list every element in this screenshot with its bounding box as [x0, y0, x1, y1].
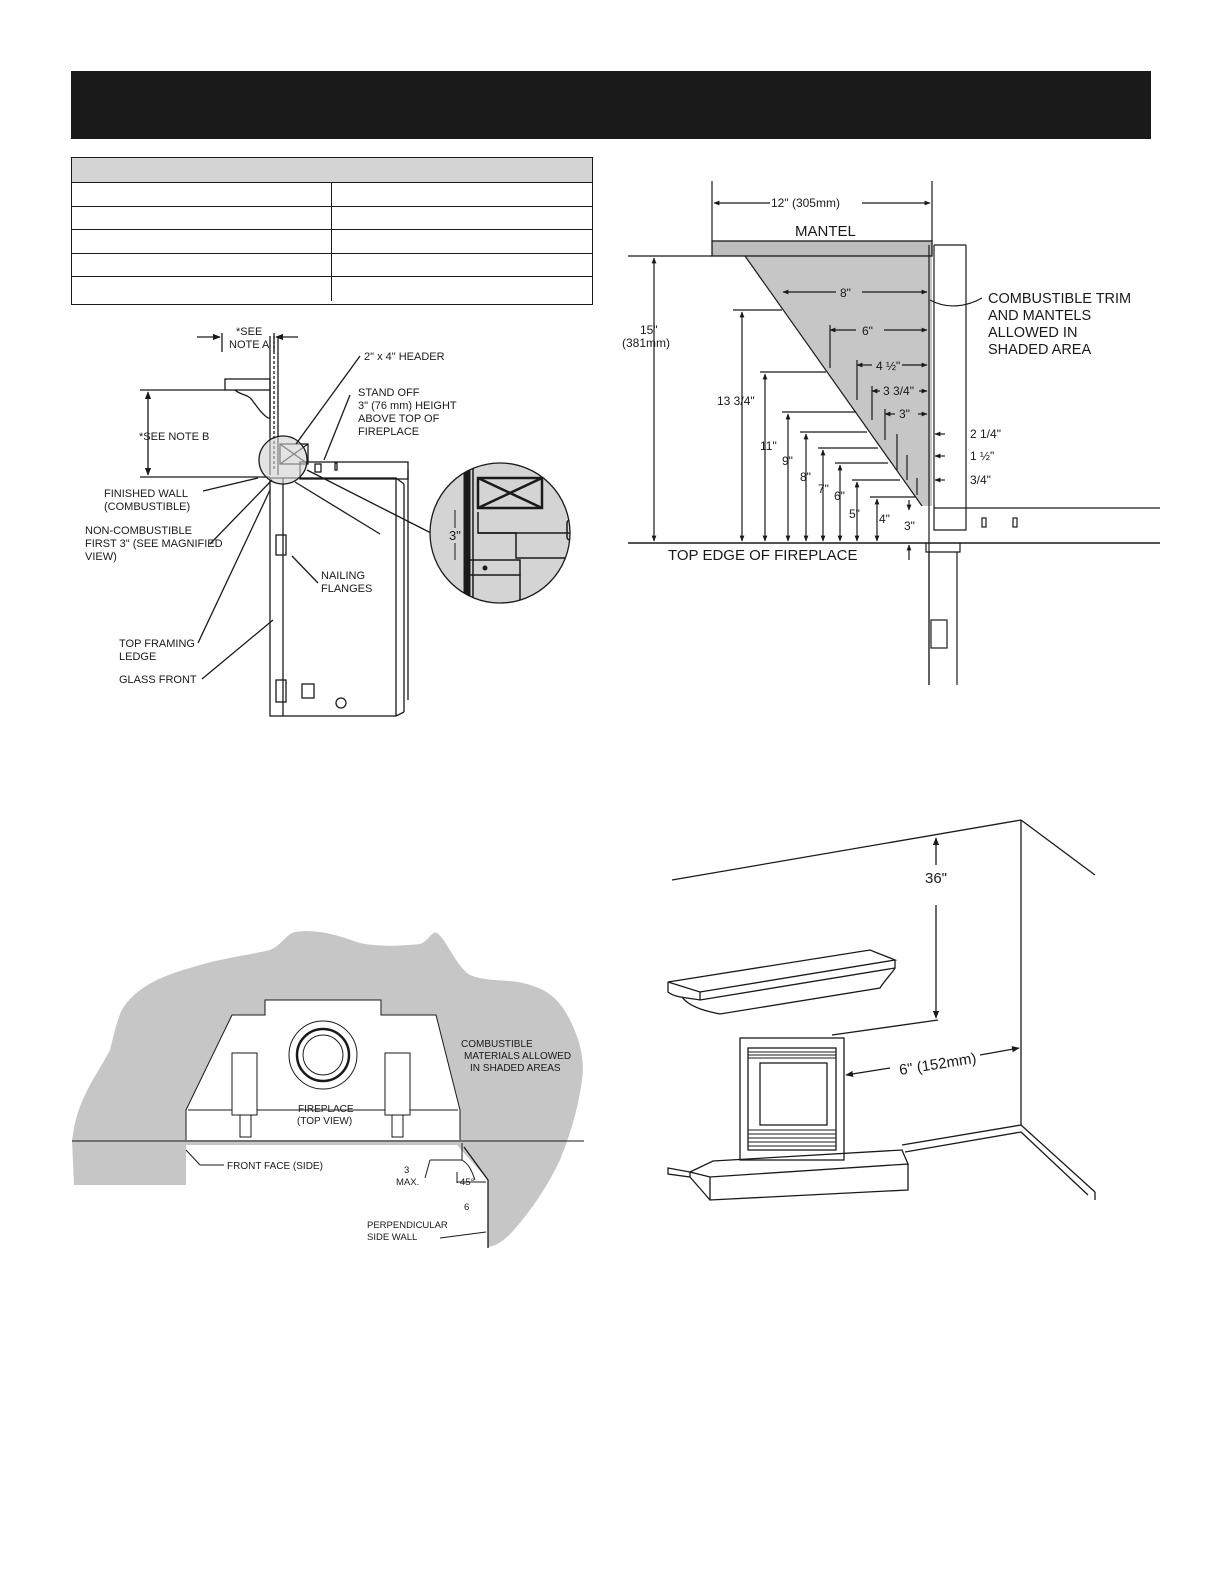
combustible-trim-label-4: SHADED AREA	[988, 342, 1091, 358]
non-combustible-label-2: FIRST 3" (SEE MAGNIFIED	[85, 538, 223, 550]
height-label: 4"	[879, 512, 890, 526]
height-label: 11"	[760, 439, 777, 453]
table-cell	[72, 230, 332, 253]
see-note-b-label: *SEE NOTE B	[139, 431, 209, 443]
clearance-max-label: MAX.	[396, 1177, 419, 1188]
table-header-row	[72, 158, 592, 183]
width-dimension-label: 12" (305mm)	[771, 196, 840, 210]
table-row	[72, 253, 592, 278]
depth-label: 1 ½"	[970, 449, 994, 463]
depth-label: 3"	[899, 407, 910, 421]
finished-wall-label-2: (COMBUSTIBLE)	[104, 501, 190, 513]
mantel-clearance-diagram: 12" (305mm) MANTEL 15" (381mm) COMBUSTIB…	[622, 181, 1160, 685]
table-row	[72, 183, 592, 207]
front-face-label: FRONT FACE (SIDE)	[227, 1161, 323, 1172]
stand-off-label-2: 3" (76 mm) HEIGHT	[358, 400, 457, 412]
table-row	[72, 230, 592, 254]
fireplace-top-view-label-1: FIREPLACE	[298, 1104, 354, 1115]
combustible-trim-label-3: ALLOWED IN	[988, 325, 1077, 341]
depth-label: 3 3/4"	[883, 384, 914, 398]
depth-label: 8"	[840, 286, 851, 300]
ceiling-clearance-label: 36"	[925, 870, 947, 887]
table-cell	[72, 183, 332, 206]
combustible-materials-label-2: MATERIALS ALLOWED	[464, 1051, 571, 1062]
clearance-table	[71, 157, 593, 305]
table-row	[72, 206, 592, 231]
height-label: 5"	[849, 507, 860, 521]
depth-label: 2 1/4"	[970, 427, 1001, 441]
combustible-materials-label-3: IN SHADED AREAS	[470, 1063, 561, 1074]
top-framing-label-1: TOP FRAMING	[119, 638, 195, 650]
height-label: 7"	[818, 482, 829, 496]
top-framing-label-2: LEDGE	[119, 651, 156, 663]
clearance-six-label: 6	[464, 1202, 469, 1213]
combustible-materials-label-1: COMBUSTIBLE	[461, 1039, 533, 1050]
side-wall-label-1: PERPENDICULAR	[367, 1220, 448, 1231]
see-note-a-label-1: *SEE	[236, 326, 262, 338]
magnified-dimension-label: 3"	[449, 528, 461, 543]
side-clearance-label: 6" (152mm)	[898, 1050, 978, 1079]
depth-label: 6"	[862, 324, 873, 338]
height-label: 6"	[834, 489, 845, 503]
table-cell	[72, 253, 332, 277]
combustible-trim-label-2: AND MANTELS	[988, 308, 1091, 324]
clearance-three-label: 3	[404, 1165, 409, 1176]
finished-wall-label-1: FINISHED WALL	[104, 488, 188, 500]
height-label: 3"	[904, 519, 915, 533]
angle-label: 45°	[460, 1177, 475, 1188]
header-standoff-diagram: *SEE NOTE A 2" x 4" HEADER STAND OFF 3" …	[85, 326, 571, 717]
fireplace-top-view-label-2: (TOP VIEW)	[297, 1116, 352, 1127]
top-edge-label: TOP EDGE OF FIREPLACE	[668, 547, 858, 564]
height-label: 8"	[800, 470, 811, 484]
glass-front-label: GLASS FRONT	[119, 674, 197, 686]
nailing-flanges-label-2: FLANGES	[321, 583, 372, 595]
table-row	[72, 277, 592, 301]
combustible-trim-label-1: COMBUSTIBLE TRIM	[988, 291, 1131, 307]
side-wall-label-2: SIDE WALL	[367, 1232, 417, 1243]
see-note-a-label-2: NOTE A	[229, 339, 270, 351]
room-perspective-diagram: 36" 6" (152mm)	[667, 819, 1096, 1201]
header-label: 2" x 4" HEADER	[364, 351, 445, 363]
nailing-flanges-label-1: NAILING	[321, 570, 365, 582]
height-dimension-label-1: 15"	[640, 323, 658, 337]
mantel-label: MANTEL	[795, 223, 856, 240]
height-label: 13 3/4"	[717, 394, 755, 408]
table-cell	[72, 277, 332, 301]
stand-off-label-1: STAND OFF	[358, 387, 420, 399]
stand-off-label-3: ABOVE TOP OF	[358, 413, 440, 425]
side-wall-clearance-diagram: COMBUSTIBLE MATERIALS ALLOWED IN SHADED …	[72, 931, 584, 1248]
non-combustible-label-1: NON-COMBUSTIBLE	[85, 525, 192, 537]
height-dimension-label-2: (381mm)	[622, 336, 670, 350]
depth-label: 4 ½"	[876, 359, 900, 373]
table-cell	[72, 206, 332, 230]
depth-label: 3/4"	[970, 473, 991, 487]
stand-off-label-4: FIREPLACE	[358, 426, 419, 438]
non-combustible-label-3: VIEW)	[85, 551, 117, 563]
height-label: 9"	[782, 454, 793, 468]
section-header-bar	[71, 71, 1151, 139]
